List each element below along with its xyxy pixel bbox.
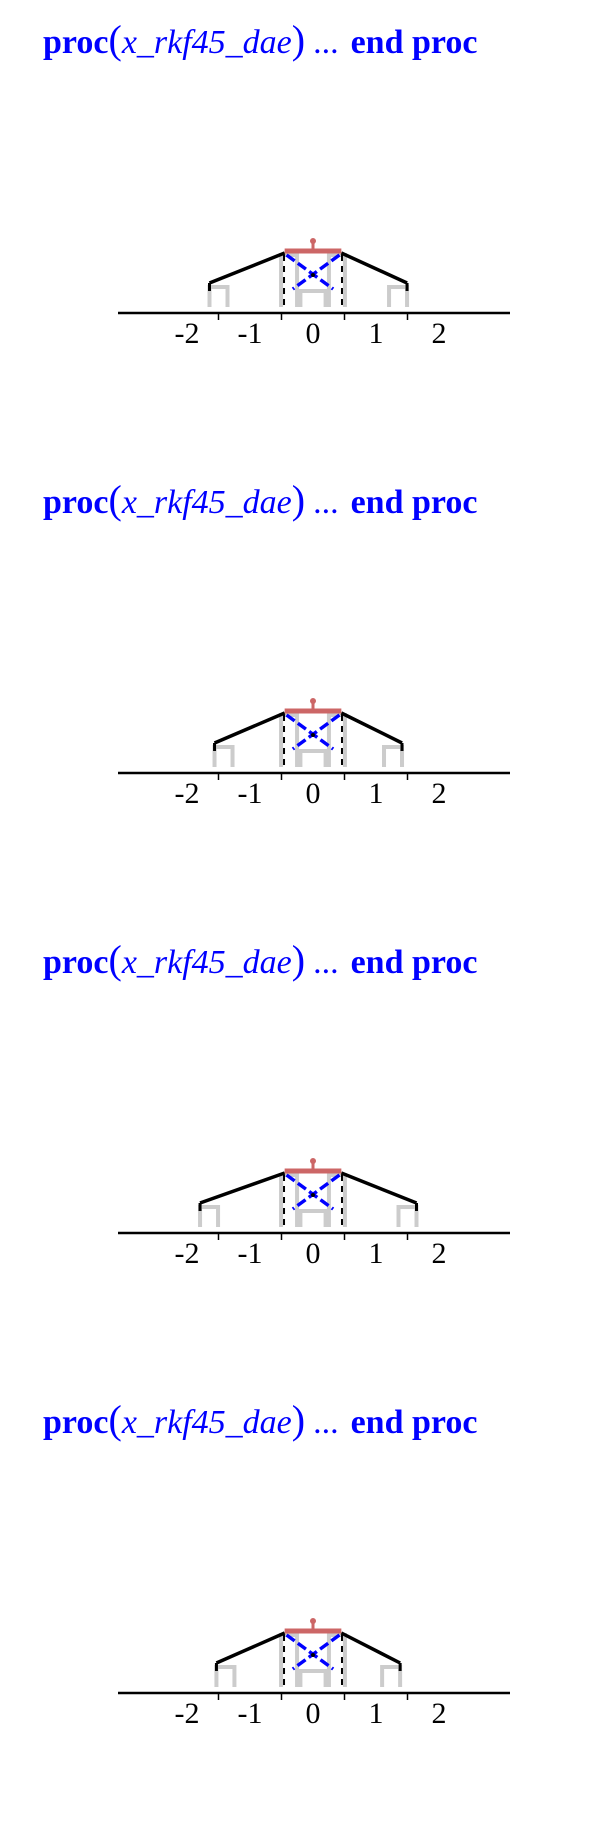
axis-tick-label: 2 [432,317,447,350]
axis-tick-label: -1 [238,1237,263,1270]
proc-argument: x_rkf45_dae [121,24,292,61]
cross-pivot [311,1193,315,1197]
right-outer-foot [387,285,410,307]
proc-argument: x_rkf45_dae [121,944,292,981]
mechanism-svg: -2 -1 0 1 2 [118,1158,510,1270]
mechanism-svg: -2 -1 0 1 2 [118,698,510,810]
mechanism-svg: -2 -1 0 1 2 [118,238,510,350]
left-outer-foot [212,745,235,767]
end-proc-keyword: end proc [350,944,478,981]
left-outer-foot [198,1205,221,1227]
cross-pivot [311,273,315,277]
axis-tick-label: -1 [238,777,263,810]
axis-tick-label: -2 [175,317,200,350]
mechanism-svg: -2 -1 0 1 2 [118,1618,510,1730]
cross-link-a [285,1633,335,1671]
output-block: proc(x_rkf45_dae)... end proc -2 -1 0 1 2 [0,0,607,460]
platform-knob [310,698,316,704]
axis-tick-label: -1 [238,1697,263,1730]
left-link [199,1171,286,1205]
cross-pivot [311,1653,315,1657]
open-paren: ( [108,937,122,982]
right-outer-foot [396,1205,419,1227]
cross-link-a [285,1173,335,1211]
mechanism-plot: -2 -1 0 1 2 [0,680,607,810]
close-paren: ) [291,477,306,522]
close-paren: ) [291,1397,306,1442]
mechanism-plot: -2 -1 0 1 2 [0,1600,607,1730]
proc-keyword: proc [43,944,109,981]
end-proc-keyword: end proc [350,484,478,521]
procedure-output: proc(x_rkf45_dae)... end proc [43,1396,477,1444]
proc-argument: x_rkf45_dae [121,484,292,521]
axis-tick-label: 0 [306,317,321,350]
cross-link-b [291,1173,341,1211]
open-paren: ( [108,1397,122,1442]
close-paren: ) [291,17,306,62]
axis-tick-label: 1 [369,317,384,350]
axis-tick-label: -2 [175,1697,200,1730]
platform-knob [310,1618,316,1624]
center-foot [298,289,328,307]
center-foot [298,1209,328,1227]
proc-ellipsis: ... [313,484,339,521]
platform-knob [310,238,316,244]
axis-tick-label: 2 [432,1697,447,1730]
right-link [340,251,408,285]
right-outer-foot [380,1665,403,1687]
proc-ellipsis: ... [313,944,339,981]
left-link [208,251,286,285]
cross-pivot [311,733,315,737]
procedure-output: proc(x_rkf45_dae)... end proc [43,476,477,524]
platform-knob [310,1158,316,1164]
right-link [340,1171,418,1205]
axis-tick-label: 1 [369,777,384,810]
axis-tick-label: 0 [306,1237,321,1270]
left-outer-foot [207,285,230,307]
cross-link-b [291,253,341,291]
procedure-output: proc(x_rkf45_dae)... end proc [43,16,477,64]
proc-ellipsis: ... [313,24,339,61]
mechanism-plot: -2 -1 0 1 2 [0,220,607,350]
axis-tick-label: 0 [306,1697,321,1730]
open-paren: ( [108,17,122,62]
close-paren: ) [291,937,306,982]
axis-tick-label: -2 [175,777,200,810]
proc-argument: x_rkf45_dae [121,1404,292,1441]
right-outer-foot [382,745,405,767]
end-proc-keyword: end proc [350,1404,478,1441]
output-block: proc(x_rkf45_dae)... end proc -2 -1 0 1 2 [0,1380,607,1840]
proc-keyword: proc [43,484,109,521]
end-proc-keyword: end proc [350,24,478,61]
right-link [340,711,403,745]
center-foot [298,1669,328,1687]
cross-link-b [291,713,341,751]
axis-tick-label: -2 [175,1237,200,1270]
output-block: proc(x_rkf45_dae)... end proc -2 -1 0 1 2 [0,920,607,1380]
left-outer-foot [214,1665,237,1687]
left-link [213,711,286,745]
procedure-output: proc(x_rkf45_dae)... end proc [43,936,477,984]
open-paren: ( [108,477,122,522]
axis-tick-label: 1 [369,1697,384,1730]
axis-tick-label: 1 [369,1237,384,1270]
axis-tick-label: -1 [238,317,263,350]
cross-link-b [291,1633,341,1671]
mechanism-plot: -2 -1 0 1 2 [0,1140,607,1270]
proc-keyword: proc [43,24,109,61]
right-link [340,1631,401,1665]
axis-tick-label: 2 [432,777,447,810]
center-foot [298,749,328,767]
axis-tick-label: 0 [306,777,321,810]
cross-link-a [285,253,335,291]
proc-ellipsis: ... [313,1404,339,1441]
left-link [215,1631,286,1665]
axis-tick-label: 2 [432,1237,447,1270]
cross-link-a [285,713,335,751]
proc-keyword: proc [43,1404,109,1441]
output-block: proc(x_rkf45_dae)... end proc -2 -1 0 1 2 [0,460,607,920]
